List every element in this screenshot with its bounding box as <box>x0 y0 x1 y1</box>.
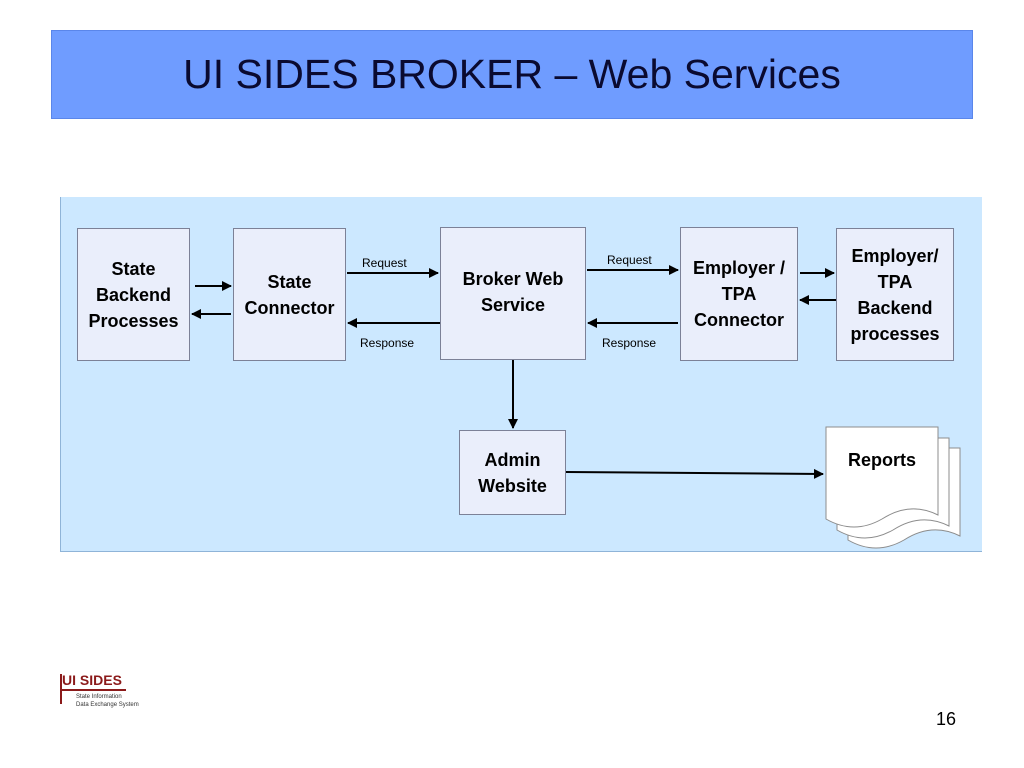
reports-document-icon <box>825 426 961 549</box>
logo-underline <box>62 689 126 691</box>
logo-subtitle-line1: State Information <box>76 694 122 700</box>
node-label: Employer/ TPA Backend processes <box>850 245 940 344</box>
logo-name: UI SIDES <box>62 672 122 688</box>
node-label: State Backend Processes <box>88 258 179 331</box>
edge-label-response-right: Response <box>602 336 657 350</box>
node-employer-tpa-backend-processes: Employer/ TPA Backend processes <box>836 228 954 361</box>
title-bar: UI SIDES BROKER – Web Services <box>51 30 973 119</box>
node-state-backend-processes: State Backend Processes <box>77 228 190 361</box>
logo-bar <box>60 674 62 704</box>
ui-sides-logo: UI SIDES State Information Data Exchange… <box>60 672 150 716</box>
edge-label-request-right: Request <box>607 253 652 267</box>
arrow-admin-to-reports <box>565 468 824 479</box>
page-number: 16 <box>936 709 957 729</box>
edge-label-request-left: Request <box>362 256 407 270</box>
node-admin-website: Admin Website <box>459 430 566 515</box>
node-label: State Connector <box>244 271 335 318</box>
node-employer-tpa-connector: Employer / TPA Connector <box>680 227 798 361</box>
node-broker-web-service: Broker Web Service <box>440 227 586 360</box>
node-label: Broker Web Service <box>462 269 564 315</box>
logo-subtitle-line2: Data Exchange System <box>76 702 139 708</box>
node-label: Admin Website <box>478 449 547 496</box>
edge-label-response-left: Response <box>360 336 415 350</box>
node-label: Employer / TPA Connector <box>692 258 786 330</box>
node-state-connector: State Connector <box>233 228 346 361</box>
node-reports-label: Reports <box>847 450 916 470</box>
slide-title: UI SIDES BROKER – Web Services <box>183 51 841 97</box>
